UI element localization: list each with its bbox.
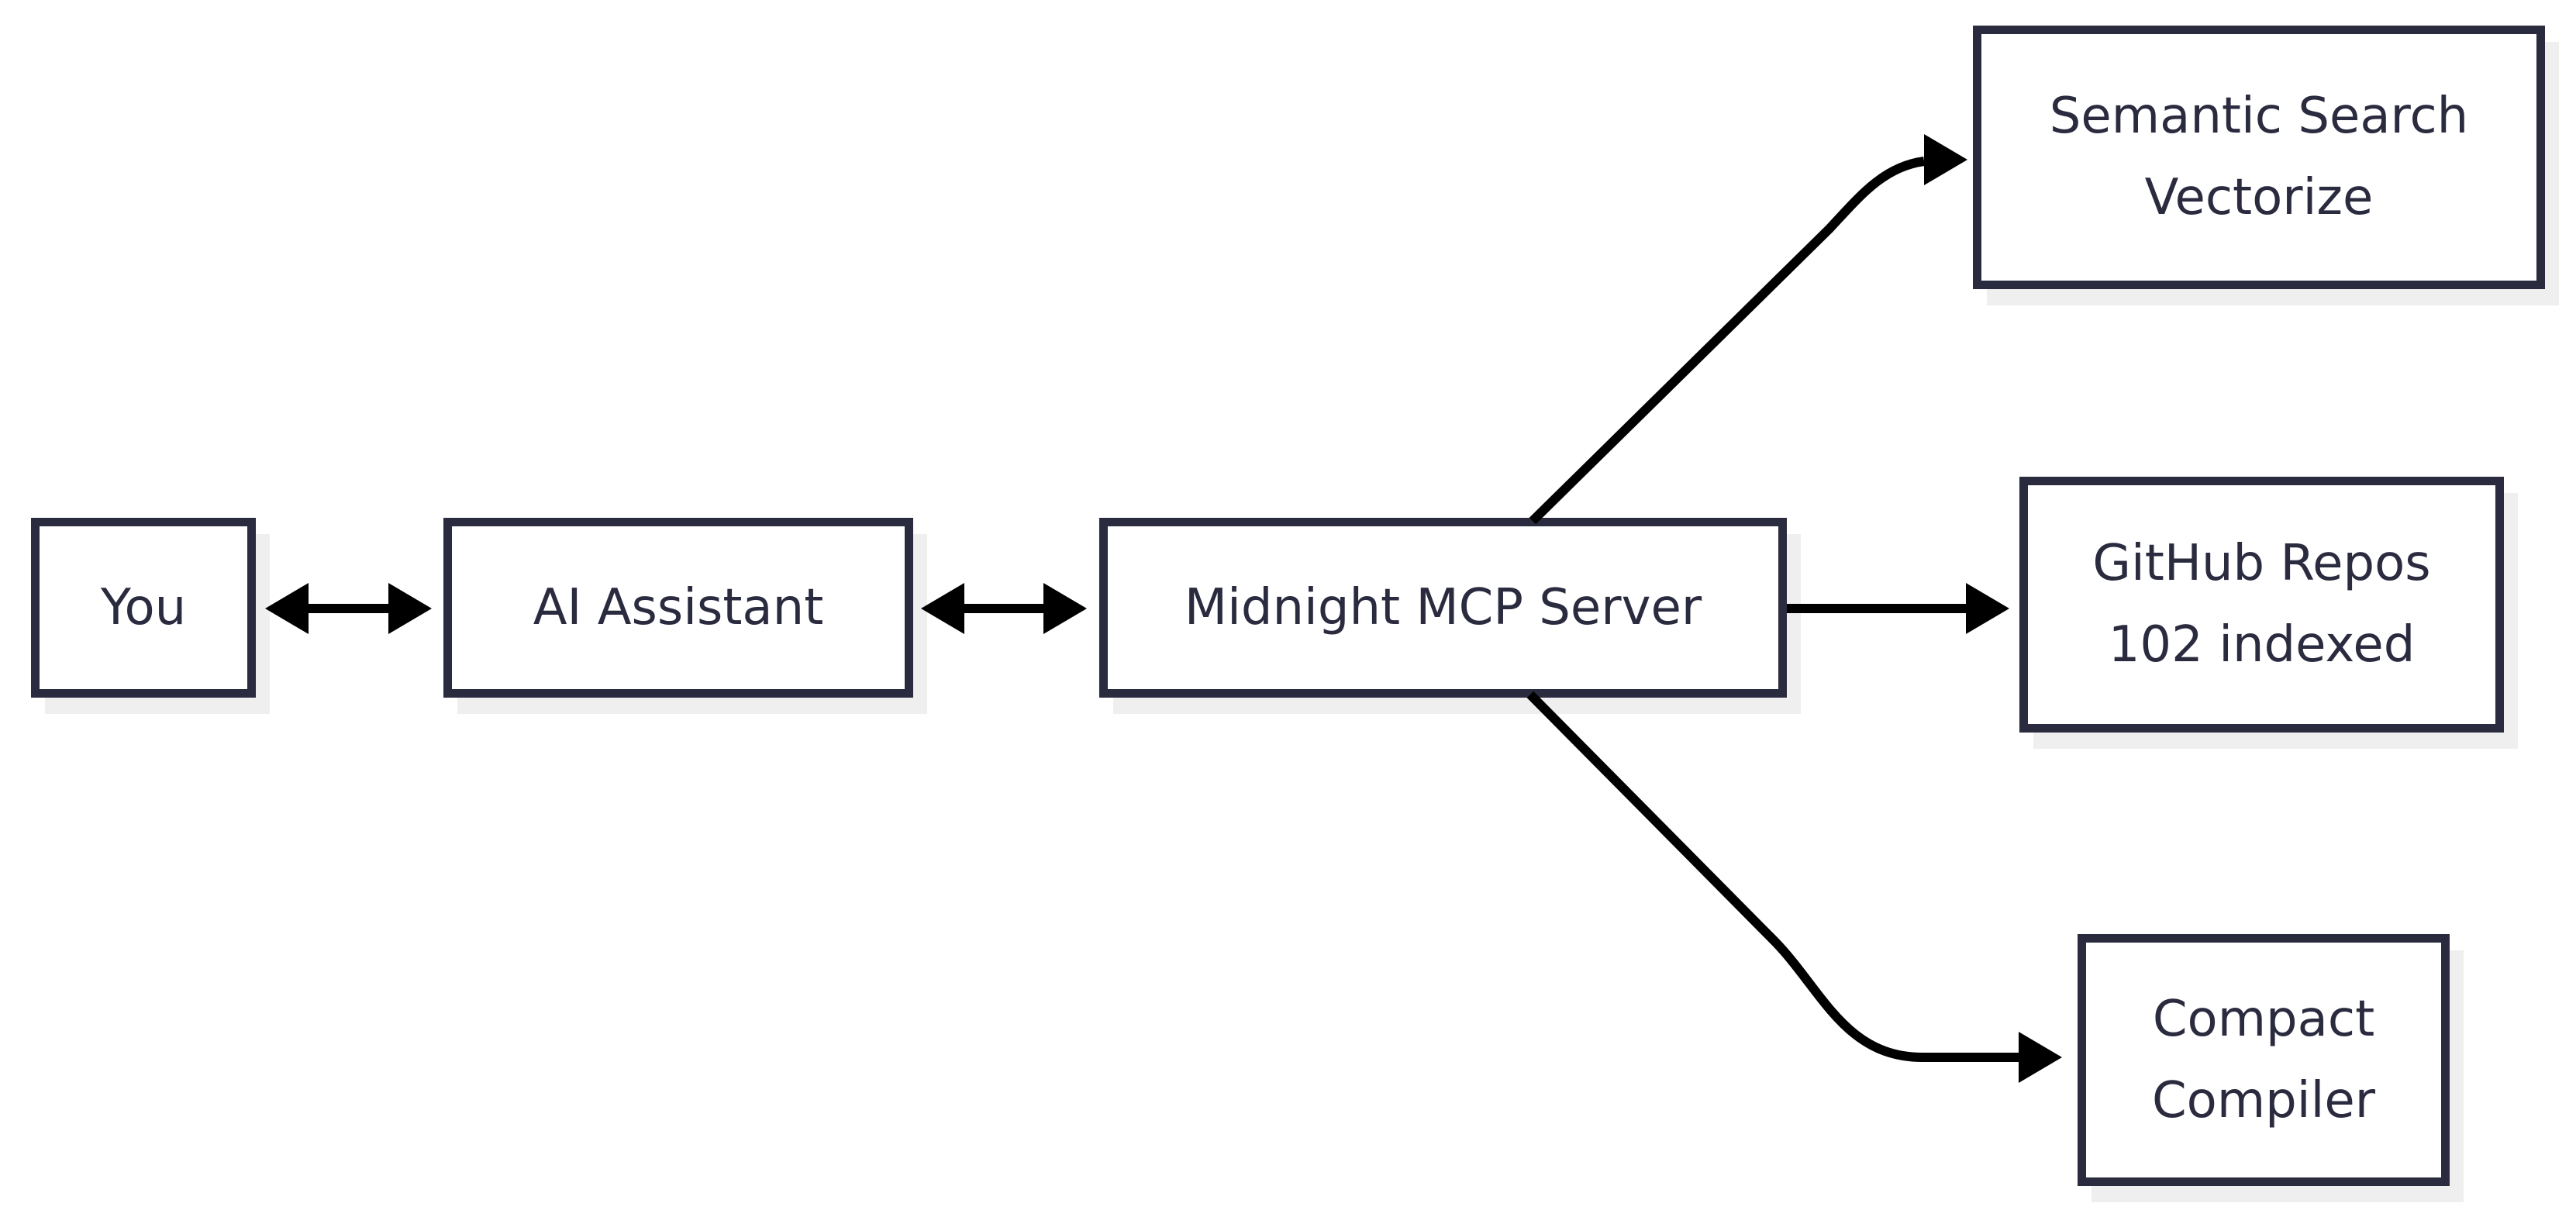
node-github-repos-label: GitHub Repos 102 indexed: [2092, 523, 2430, 686]
node-compact-compiler-label-line2: Compiler: [2151, 1071, 2376, 1129]
node-semantic-search-vectorize-label-line1: Semantic Search: [2049, 88, 2469, 146]
node-ai-assistant-label-line1: AI Assistant: [533, 578, 824, 636]
node-ai-assistant-label: AI Assistant: [533, 567, 824, 649]
edge-you-ai-assistant: [265, 583, 432, 634]
node-semantic-search-vectorize-label: Semantic Search Vectorize: [2050, 76, 2468, 239]
node-github-repos-label-line2: 102 indexed: [2108, 616, 2416, 674]
edge-ai-assistant-mcp-server: [921, 583, 1087, 634]
node-compact-compiler-label: Compact Compiler: [2152, 979, 2375, 1142]
edge-mcp-server-compact-compiler: [1526, 691, 2062, 1083]
node-midnight-mcp-server: Midnight MCP Server: [1099, 518, 1787, 698]
node-compact-compiler: Compact Compiler: [2078, 934, 2450, 1186]
node-github-repos: GitHub Repos 102 indexed: [2019, 477, 2504, 733]
node-ai-assistant: AI Assistant: [443, 518, 913, 698]
node-semantic-search-vectorize: Semantic Search Vectorize: [1973, 26, 2545, 289]
node-midnight-mcp-server-label-line1: Midnight MCP Server: [1184, 578, 1702, 636]
arrowhead-right-icon: [1924, 134, 1967, 185]
node-you-label: You: [101, 567, 186, 649]
arrowhead-right-icon: [2019, 1032, 2062, 1083]
node-github-repos-label-line1: GitHub Repos: [2092, 535, 2431, 593]
node-semantic-search-vectorize-label-line2: Vectorize: [2144, 169, 2374, 226]
node-you-label-line1: You: [100, 578, 187, 636]
edge-mcp-server-semantic-search: [1529, 134, 1967, 525]
edge-curve: [1526, 691, 2020, 1062]
arrowhead-right-icon: [1043, 583, 1087, 634]
edge-curve: [1529, 157, 1925, 525]
arrowhead-right-icon: [1966, 583, 2009, 634]
node-midnight-mcp-server-label: Midnight MCP Server: [1185, 567, 1702, 649]
arrowhead-left-icon: [265, 583, 309, 634]
node-compact-compiler-label-line1: Compact: [2152, 990, 2375, 1048]
arrowhead-right-icon: [388, 583, 432, 634]
edge-mcp-server-github-repos: [1787, 583, 2009, 634]
arrowhead-left-icon: [921, 583, 964, 634]
node-you: You: [31, 518, 256, 698]
